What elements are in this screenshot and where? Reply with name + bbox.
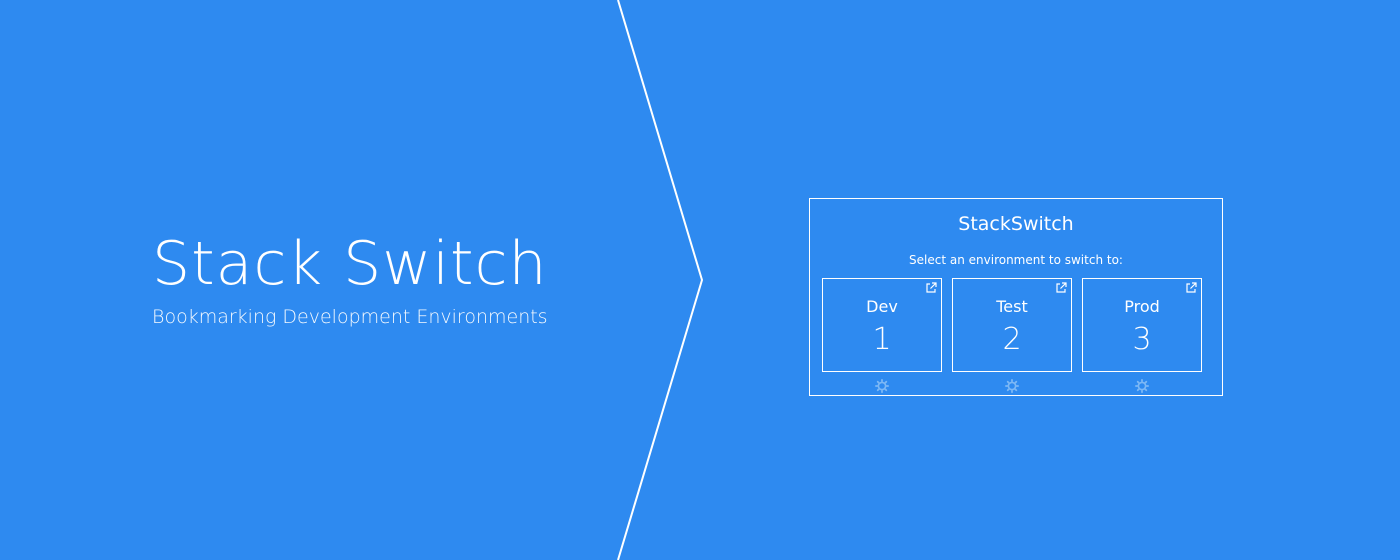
popup-title: StackSwitch (958, 213, 1074, 235)
hero-title: Stack Switch (152, 229, 548, 299)
environment-number: 1 (872, 322, 892, 357)
hero: Stack Switch Bookmarking Development Env… (152, 228, 612, 330)
hero-subtitle: Bookmarking Development Environments (152, 306, 548, 328)
environment-name: Dev (866, 297, 898, 316)
environment-card-test[interactable]: Test 2 (952, 278, 1072, 372)
extension-popup: StackSwitch Select an environment to swi… (809, 198, 1223, 396)
gear-icon[interactable] (1005, 379, 1019, 393)
external-link-icon[interactable] (1055, 282, 1067, 294)
environment-name: Prod (1124, 297, 1160, 316)
environment-card-dev[interactable]: Dev 1 (822, 278, 942, 372)
popup-instructions: Select an environment to switch to: (909, 253, 1123, 267)
environment-number: 3 (1132, 322, 1152, 357)
environment-number: 2 (1002, 322, 1022, 357)
environment-card-prod[interactable]: Prod 3 (1082, 278, 1202, 372)
gear-icon[interactable] (875, 379, 889, 393)
gear-icon[interactable] (1135, 379, 1149, 393)
external-link-icon[interactable] (925, 282, 937, 294)
environment-name: Test (996, 297, 1028, 316)
external-link-icon[interactable] (1185, 282, 1197, 294)
